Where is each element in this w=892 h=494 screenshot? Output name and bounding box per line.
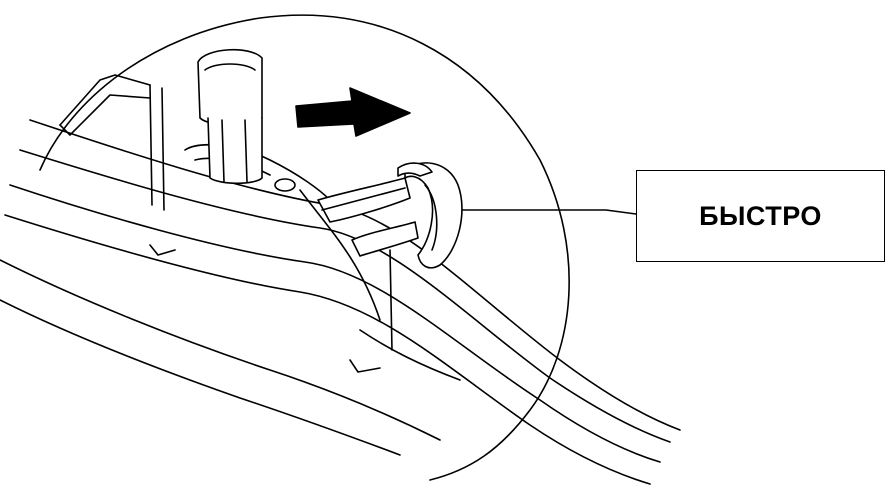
direction-arrow-icon [295, 87, 411, 137]
lever-icon [197, 48, 296, 192]
slot-channel [184, 144, 461, 381]
detail-circle-outline [39, 14, 570, 481]
callout-leader-line [461, 209, 637, 215]
knob-icon [317, 162, 463, 269]
callout-box: БЫСТРО [636, 170, 885, 262]
callout-label: БЫСТРО [699, 200, 822, 231]
left-rail [59, 74, 165, 211]
housing-body [0, 119, 681, 485]
